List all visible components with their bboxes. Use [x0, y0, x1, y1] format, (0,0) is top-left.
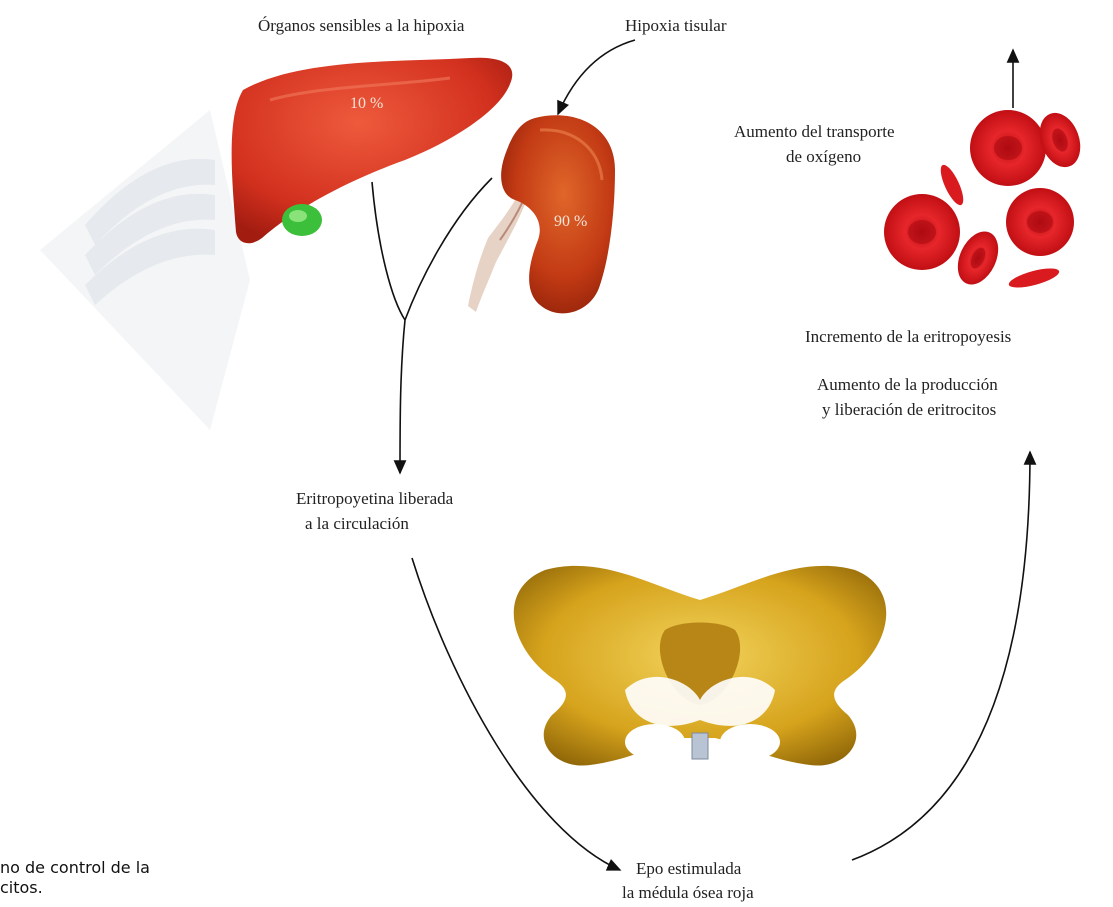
arrow-to-production [852, 452, 1030, 860]
label-epo-released-line1: Eritropoyetina liberada [296, 488, 453, 510]
label-epo-stimulated-line1: Epo estimulada [636, 858, 741, 880]
label-epo-stimulated-line2: la médula ósea roja [622, 882, 754, 904]
label-organs-title: Órganos sensibles a la hipoxia [258, 15, 464, 37]
arrow-hypoxia-to-kidney [558, 40, 635, 114]
label-production-line1: Aumento de la producción [817, 374, 998, 396]
kidney-illustration: 90 % [468, 115, 615, 313]
label-erythropoiesis-increase: Incremento de la eritropoyesis [805, 326, 1011, 348]
caption-line2: citos. [0, 878, 150, 898]
liver-illustration: 10 % [232, 58, 513, 243]
label-hypoxia: Hipoxia tisular [625, 15, 727, 37]
line-liver-down [372, 182, 405, 320]
watermark-logo [40, 110, 250, 430]
figure-caption: no de control de la citos. [0, 858, 150, 898]
pelvis-illustration [514, 566, 886, 766]
label-epo-released-line2: a la circulación [305, 513, 409, 535]
label-transport-line1: Aumento del transporte [734, 121, 895, 143]
label-production-line2: y liberación de eritrocitos [822, 399, 996, 421]
liver-percent: 10 % [350, 95, 383, 112]
kidney-percent: 90 % [554, 213, 587, 230]
arrow-to-epo-release [400, 320, 405, 473]
red-blood-cells [884, 107, 1087, 291]
label-transport-line2: de oxígeno [786, 146, 861, 168]
caption-line1: no de control de la [0, 858, 150, 878]
